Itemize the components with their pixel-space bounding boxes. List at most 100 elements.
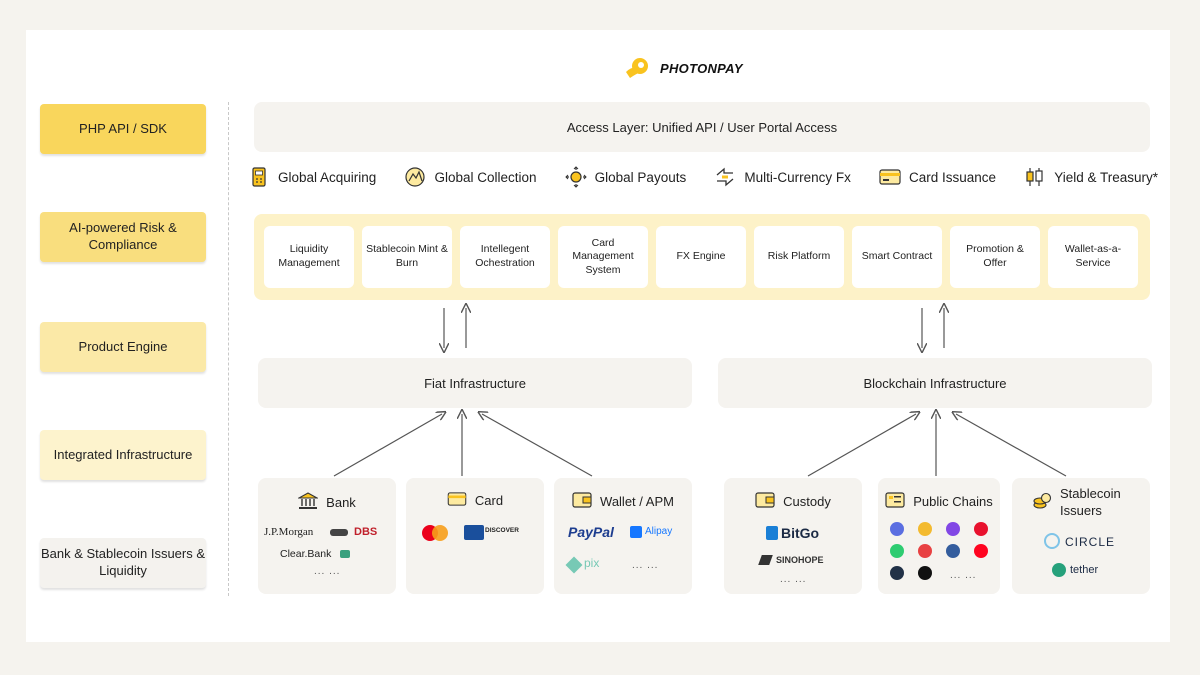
service-global-collection: Global Collection bbox=[404, 166, 537, 188]
provider-bank: Bank J.P.Morgan DBS Clear.Bank ... ... bbox=[258, 478, 396, 594]
brand-alipay: Alipay bbox=[645, 526, 673, 537]
chain-near-icon bbox=[890, 544, 904, 558]
sinohope-logo-icon bbox=[758, 555, 773, 565]
custody-wallet-icon bbox=[755, 492, 775, 511]
service-global-acquiring: Global Acquiring bbox=[248, 166, 376, 188]
layer-integrated-infrastructure: Integrated Infrastructure bbox=[40, 430, 206, 480]
brand-jpmorgan: J.P.Morgan bbox=[264, 526, 314, 538]
bank-icon bbox=[297, 492, 320, 513]
provider-bank-header: Bank bbox=[258, 492, 396, 513]
service-label: Global Acquiring bbox=[278, 169, 377, 185]
chain-litecoin-icon bbox=[946, 544, 960, 558]
layer-issuers-liquidity: Bank & Stablecoin Issuers & Liquidity bbox=[40, 538, 206, 588]
brand-circle: CIRCLE bbox=[1065, 535, 1116, 549]
coins-icon bbox=[1032, 492, 1052, 513]
provider-title: Stablecoin Issuers bbox=[1060, 486, 1121, 518]
provider-title: Wallet / APM bbox=[600, 494, 674, 509]
diners-logo-icon bbox=[464, 525, 484, 540]
service-card-issuance: Card Issuance bbox=[879, 166, 996, 188]
provider-custody: Custody BitGo SINOHOPE ... ... bbox=[724, 478, 862, 594]
chain-optimism-icon bbox=[974, 544, 988, 558]
provider-card: Card DISCOVER bbox=[406, 478, 544, 594]
layer-product-engine: Product Engine bbox=[40, 322, 206, 372]
engine-liquidity-management: Liquidity Management bbox=[264, 226, 354, 288]
service-yield-treasury: Yield & Treasury* bbox=[1024, 166, 1158, 188]
fiat-infrastructure: Fiat Infrastructure bbox=[258, 358, 692, 408]
chain-arbitrum-icon bbox=[890, 566, 904, 580]
blockchain-infrastructure: Blockchain Infrastructure bbox=[718, 358, 1152, 408]
card-icon bbox=[879, 166, 901, 188]
bitgo-logo-icon bbox=[766, 526, 778, 540]
arrow-wallet-to-fiat bbox=[482, 414, 593, 477]
engine-stablecoin-mint-burn: Stablecoin Mint & Burn bbox=[362, 226, 452, 288]
chain-bnb-icon bbox=[918, 522, 932, 536]
engine-intelligent-orchestration: Intellegent Ochestration bbox=[460, 226, 550, 288]
provider-public-chains: Public Chains ... ... bbox=[878, 478, 1000, 594]
bank-logo-icon bbox=[330, 529, 348, 536]
layer-api-sdk: PHP API / SDK bbox=[40, 104, 206, 154]
brand-discover: DISCOVER bbox=[485, 527, 519, 534]
provider-wallet-apm: Wallet / APM PayPal Alipay pix ... ... bbox=[554, 478, 692, 594]
brand-dbs: DBS bbox=[354, 526, 378, 538]
candlestick-icon bbox=[1024, 166, 1046, 188]
engine-promotion-offer: Promotion & Offer bbox=[950, 226, 1040, 288]
alipay-logo-icon bbox=[630, 526, 642, 538]
chain-solana-icon bbox=[918, 566, 932, 580]
engine-card-management-system: Card Management System bbox=[558, 226, 648, 288]
arrow-bank-to-fiat bbox=[333, 414, 442, 477]
photonpay-logo-icon bbox=[624, 56, 654, 80]
provider-stablecoin-header: Stablecoin Issuers bbox=[1012, 486, 1150, 520]
engine-fx-engine: FX Engine bbox=[656, 226, 746, 288]
tether-logo-icon bbox=[1052, 563, 1066, 577]
service-label: Yield & Treasury* bbox=[1054, 169, 1158, 185]
service-multi-currency-fx: Multi-Currency Fx bbox=[714, 166, 851, 188]
pos-terminal-icon bbox=[248, 166, 270, 188]
provider-title: Custody bbox=[783, 494, 831, 509]
provider-custody-header: Custody bbox=[724, 492, 862, 511]
brand-paypal: PayPal bbox=[568, 524, 614, 540]
provider-title: Card bbox=[474, 493, 504, 508]
provider-chains-header: Public Chains bbox=[878, 492, 1000, 511]
engine-risk-platform: Risk Platform bbox=[754, 226, 844, 288]
wallet-icon bbox=[572, 492, 592, 511]
chain-tron-icon bbox=[974, 522, 988, 536]
service-label: Card Issuance bbox=[909, 169, 997, 185]
service-label: Global Collection bbox=[434, 169, 537, 185]
collection-icon bbox=[404, 166, 426, 188]
service-label: Multi-Currency Fx bbox=[744, 169, 851, 185]
more-indicator: ... ... bbox=[950, 570, 977, 581]
service-global-payouts: Global Payouts bbox=[564, 166, 687, 188]
provider-title: Bank bbox=[326, 495, 356, 510]
more-indicator: ... ... bbox=[632, 560, 659, 571]
chains-icon bbox=[885, 492, 905, 511]
chain-polygon-icon bbox=[946, 522, 960, 536]
circle-logo-icon bbox=[1044, 533, 1060, 549]
more-indicator: ... ... bbox=[314, 566, 341, 577]
photonpay-logo: PHOTONPAY bbox=[624, 56, 743, 80]
engine-smart-contract: Smart Contract bbox=[852, 226, 942, 288]
layer-risk-compliance: AI-powered Risk & Compliance bbox=[40, 212, 206, 262]
pix-logo-icon bbox=[565, 556, 583, 574]
logo-text: PHOTONPAY bbox=[660, 60, 743, 76]
arrow-stablecoin-to-chain bbox=[956, 414, 1067, 477]
card-icon bbox=[447, 492, 467, 509]
chain-avalanche-icon bbox=[918, 544, 932, 558]
chain-ethereum-icon bbox=[890, 522, 904, 536]
exchange-icon bbox=[714, 166, 736, 188]
mastercard-logo-icon bbox=[420, 524, 450, 547]
service-label: Global Payouts bbox=[594, 169, 687, 185]
brand-pix: pix bbox=[584, 556, 600, 570]
provider-title: Public Chains bbox=[913, 494, 993, 509]
bank-logo-icon bbox=[340, 550, 350, 558]
more-indicator: ... ... bbox=[780, 574, 807, 585]
payouts-icon bbox=[564, 166, 587, 188]
engine-wallet-as-a-service: Wallet-as-a-Service bbox=[1048, 226, 1138, 288]
access-layer: Access Layer: Unified API / User Portal … bbox=[254, 102, 1150, 152]
architecture-diagram: PHOTONPAY PHP API / SDK AI-powered Risk … bbox=[26, 30, 1170, 642]
provider-stablecoin-issuers: Stablecoin Issuers CIRCLE tether bbox=[1012, 478, 1150, 594]
dashed-divider bbox=[228, 102, 229, 596]
provider-wallet-header: Wallet / APM bbox=[554, 492, 692, 511]
services-row: Global Acquiring Global Collection Globa… bbox=[248, 162, 1158, 192]
brand-sinohope: SINOHOPE bbox=[776, 555, 824, 565]
brand-clearbank: Clear.Bank bbox=[280, 548, 332, 560]
